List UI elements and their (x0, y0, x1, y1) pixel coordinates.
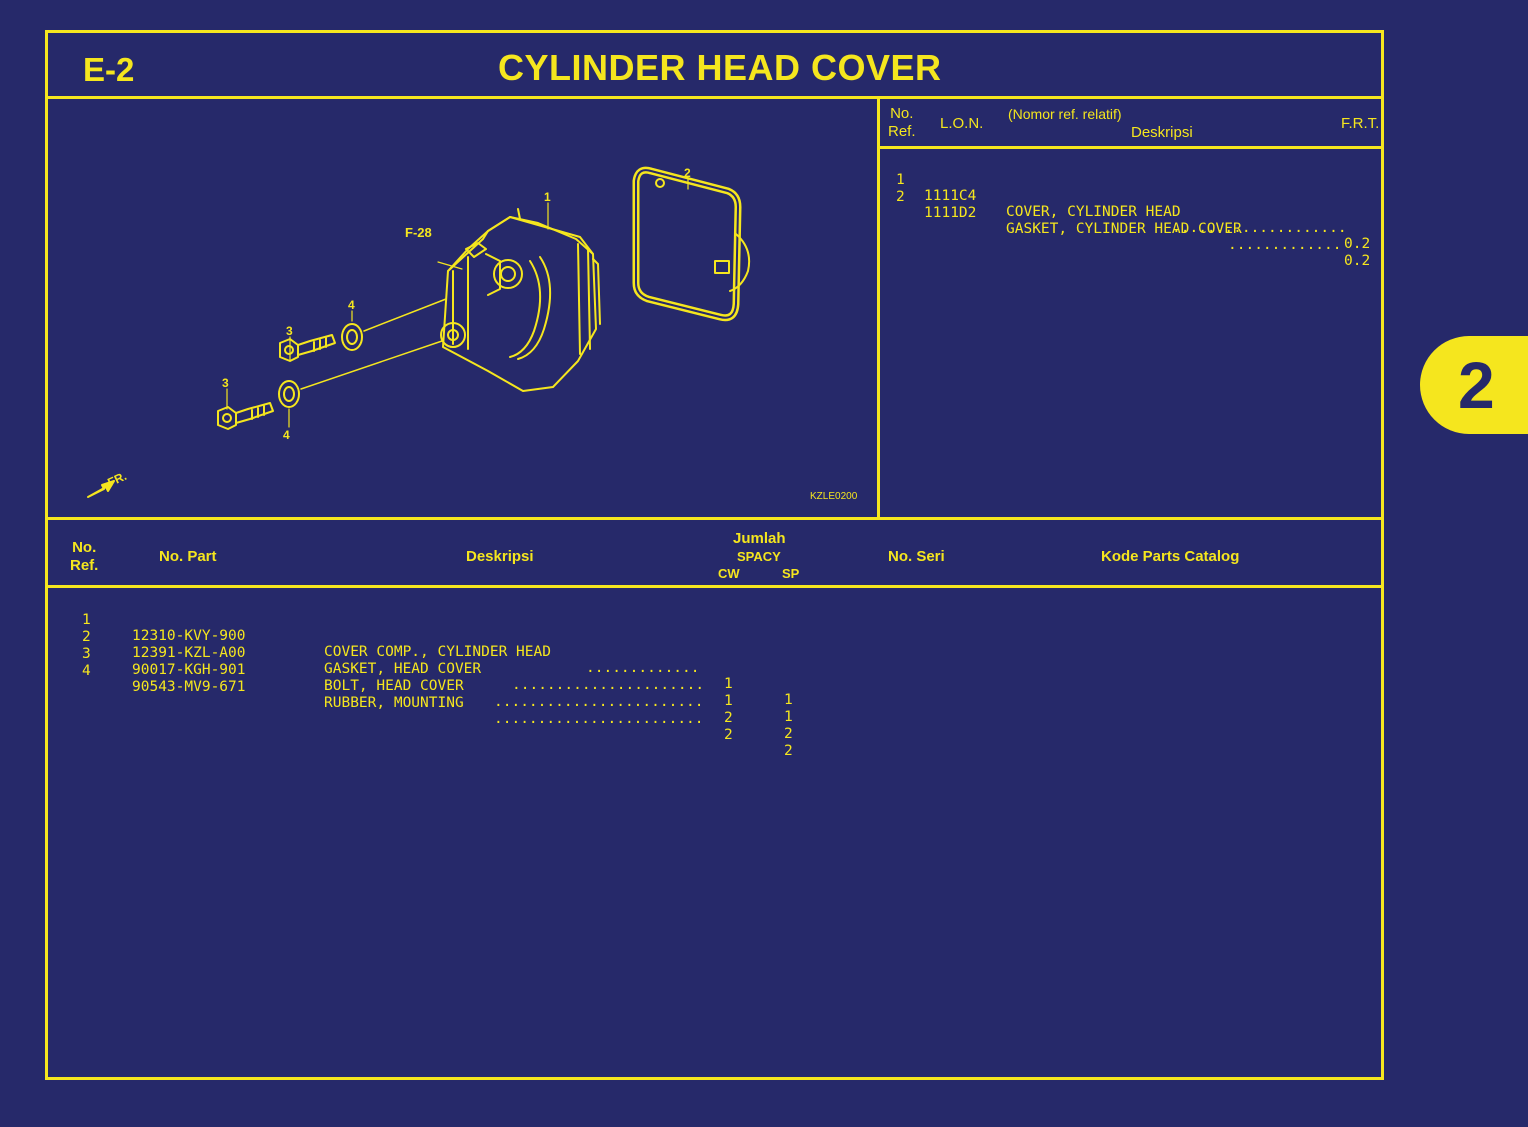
front-label: FR. (105, 469, 128, 490)
page-title: CYLINDER HEAD COVER (498, 47, 942, 88)
ref-row: 1 1111C4 COVER, CYLINDER HEAD ..........… (896, 172, 1371, 252)
callout-label: 4 (283, 428, 290, 442)
table-row: 3 90017-KGH-901 BOLT, HEAD COVER .......… (82, 646, 793, 742)
upper-lower-divider (48, 517, 1381, 520)
section-tab[interactable]: 2 (1420, 336, 1528, 434)
parts-header-part: No. Part (159, 548, 217, 565)
lower-bolt-drawing (217, 340, 443, 430)
callout-leaders (226, 178, 689, 428)
ref-header-frt: F.R.T. (1341, 115, 1380, 132)
drawing-code: KZLE0200 (810, 491, 858, 502)
callout-label: 1 (544, 190, 551, 204)
diagram-divider (877, 99, 880, 519)
parts-header-divider (48, 585, 1381, 588)
section-code: E-2 (83, 51, 135, 88)
ref-header-divider (880, 146, 1381, 149)
parts-header-kode: Kode Parts Catalog (1101, 548, 1240, 565)
parts-header-model: SPACY (737, 549, 781, 564)
catalog-page-frame: E-2 CYLINDER HEAD COVER (45, 30, 1384, 1080)
exploded-view-diagram: 2 1 3 3 4 4 F-28 FR. KZLE0200 (87, 166, 858, 502)
parts-header-sp: SP (782, 566, 800, 581)
ref-row: 2 1111D2 GASKET, CYLINDER HEAD COVER ...… (896, 189, 1371, 269)
ref-header-note: (Nomor ref. relatif) (1008, 106, 1122, 122)
ref-header-desc: Deskripsi (1131, 124, 1193, 141)
parts-header-cw: CW (718, 566, 740, 581)
reference-label: F-28 (405, 225, 432, 240)
gasket-drawing (632, 166, 751, 322)
callout-label: 3 (286, 324, 293, 338)
table-row: 2 12391-KZL-A00 GASKET, HEAD COVER .....… (82, 629, 793, 725)
parts-header-seri: No. Seri (888, 548, 945, 565)
callout-label: 3 (222, 376, 229, 390)
table-row: 4 90543-MV9-671 RUBBER, MOUNTING .......… (82, 663, 793, 759)
upper-bolt-drawing (279, 298, 447, 362)
header-divider (48, 96, 1381, 99)
parts-header-no: No. Ref. (70, 539, 99, 574)
parts-header-desc: Deskripsi (466, 548, 534, 565)
callout-label: 4 (348, 298, 355, 312)
cover-drawing (440, 208, 601, 392)
ref-header-lon: L.O.N. (940, 115, 984, 132)
table-row: 1 12310-KVY-900 COVER COMP., CYLINDER HE… (82, 612, 793, 708)
parts-header-jumlah: Jumlah (733, 530, 786, 547)
front-arrow-icon (87, 480, 115, 498)
callout-label: 2 (684, 166, 691, 180)
ref-header-no: No. Ref. (888, 105, 916, 140)
